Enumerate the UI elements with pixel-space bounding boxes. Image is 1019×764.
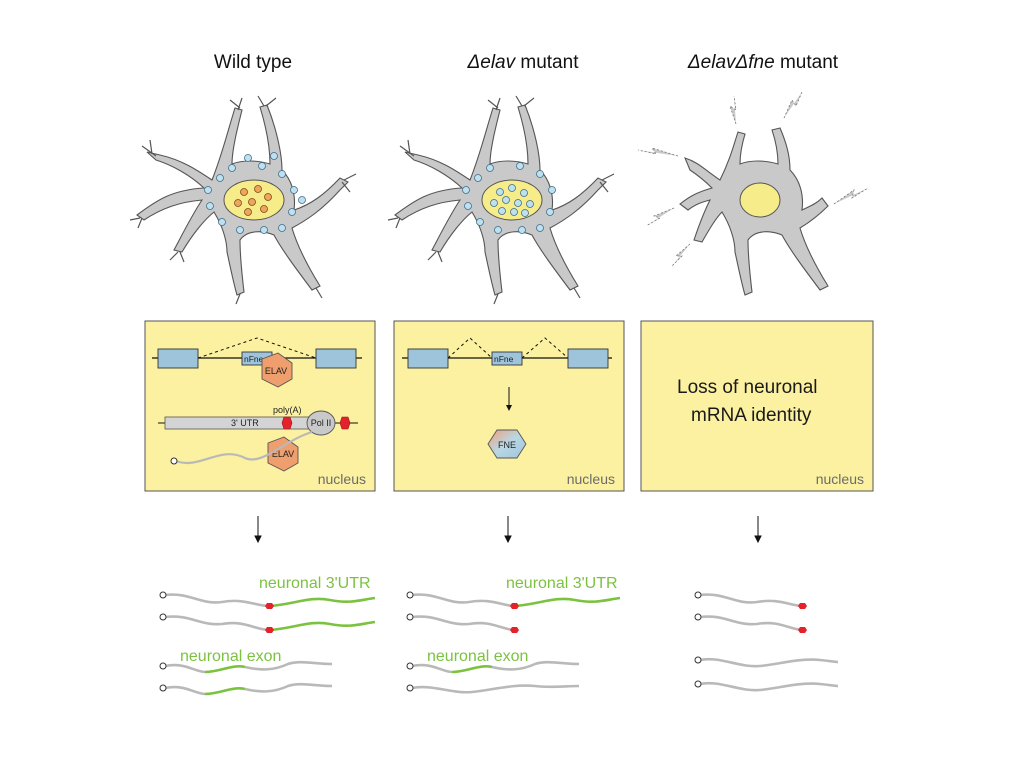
nuclear-proteins (234, 185, 272, 216)
nucleus-label-wild-type: nucleus (318, 471, 366, 487)
down-arrows (254, 516, 762, 544)
loss-text-line2: mRNA identity (691, 405, 812, 426)
nascent-rna (175, 430, 313, 464)
transcripts-wild-type: neuronal 3'UTR neuronal exon (159, 575, 376, 696)
elav-bottom-label: ELAV (272, 449, 294, 459)
nucleus-label-elav: nucleus (567, 471, 615, 487)
elav-protein-bottom (267, 436, 299, 472)
nucleus (739, 182, 781, 218)
rna-cap (170, 457, 178, 465)
neuron-wild-type (129, 95, 357, 305)
pol-ii-label: Pol II (311, 418, 332, 428)
cytoplasmic-vesicles (204, 152, 306, 234)
polya-label: poly(A) (273, 405, 302, 415)
cytoplasmic-vesicles (462, 162, 556, 234)
title-elav-mutant: Δelav mutant (467, 52, 580, 73)
title-wild-type: Wild type (214, 52, 292, 73)
neuron-elav-mutant (387, 95, 615, 305)
nuclear-fne-proteins (490, 184, 534, 217)
title-double-mutant: ΔelavΔfne mutant (687, 52, 839, 73)
splice-junction-1 (447, 337, 493, 359)
exon-nfne (491, 351, 523, 366)
title-double-rest: mutant (775, 52, 839, 73)
neuron-double-mutant (637, 91, 869, 296)
fne-label: FNE (498, 440, 516, 450)
pol-ii (306, 410, 336, 436)
exon-left (157, 348, 199, 369)
neuronal-utr-label-elav: neuronal 3'UTR (506, 575, 618, 592)
exon-right (315, 348, 357, 369)
transcripts-elav-mutant: neuronal 3'UTR neuronal exon (406, 575, 621, 694)
neuronal-utr-label-wt: neuronal 3'UTR (259, 575, 371, 592)
nucleus-panel-wild-type: nFne ELAV poly(A) 3' UTR Pol II ELAV nuc… (144, 320, 376, 492)
title-double-italic: ΔelavΔfne (687, 52, 775, 73)
splice-junction-2 (521, 337, 569, 359)
exon-nfne-label: nFne (244, 354, 264, 364)
title-elav-italic: Δelav (467, 52, 517, 73)
neuronal-exon-label-elav: neuronal exon (427, 648, 528, 665)
arrow-head (506, 405, 512, 411)
loss-text-line1: Loss of neuronal (677, 377, 818, 398)
nucleus-label-double: nucleus (816, 471, 864, 487)
nucleus-panel-elav-mutant: nFne FNE nucleus (393, 320, 625, 492)
exon-nfne-label: nFne (494, 354, 514, 364)
elav-top-label: ELAV (265, 366, 287, 376)
dendrite-branches (129, 95, 357, 305)
degenerating-fragments (637, 91, 869, 267)
neuronal-exon-label-wt: neuronal exon (180, 648, 281, 665)
polya-site-1 (281, 416, 293, 430)
fne-protein (487, 429, 527, 459)
dendrite-branches (387, 95, 615, 305)
title-elav-rest: mutant (515, 52, 579, 73)
exon-right (567, 348, 609, 369)
panel-background (640, 320, 874, 492)
elav-protein-top (261, 352, 293, 388)
utr-label: 3' UTR (231, 418, 259, 428)
polya-site-2 (339, 416, 351, 430)
splice-junction (197, 337, 317, 359)
nucleus-panel-double-mutant: Loss of neuronal mRNA identity nucleus (640, 320, 874, 492)
exon-left (407, 348, 449, 369)
panel-background (144, 320, 376, 492)
transcripts-double-mutant (694, 591, 839, 692)
